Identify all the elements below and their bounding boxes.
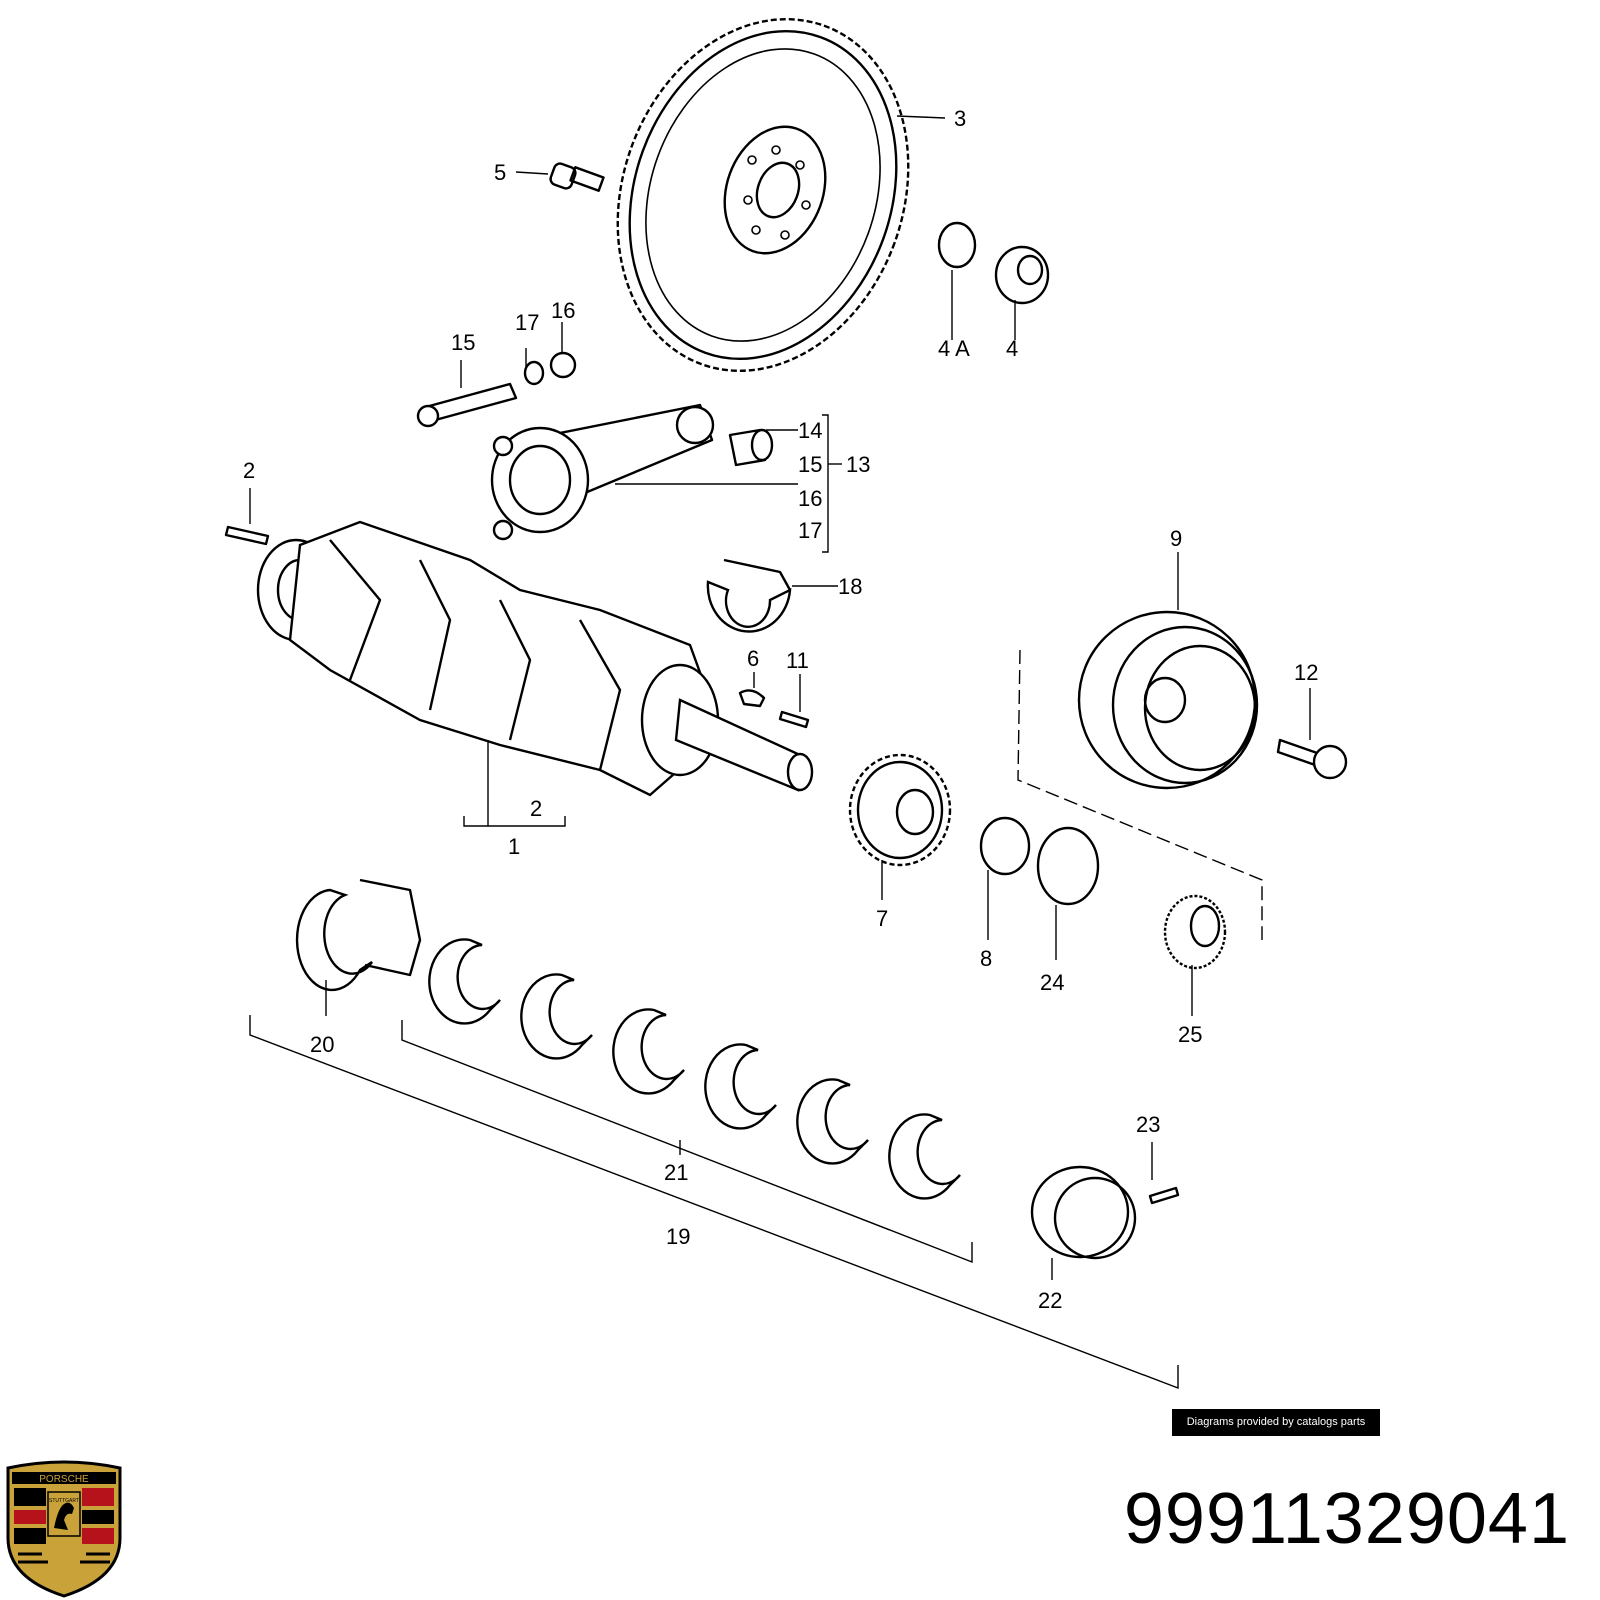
callout-4: 4 <box>1006 336 1018 361</box>
spacer-ring <box>979 816 1031 876</box>
rod-bearing-shell <box>706 558 792 633</box>
radial-seal <box>1163 894 1227 970</box>
main-bearing-shells <box>428 938 961 1200</box>
crankshaft-gear <box>848 753 952 867</box>
main-bearing-22 <box>1030 1165 1137 1260</box>
callout-17-kit: 17 <box>798 518 822 543</box>
crankshaft <box>256 520 814 797</box>
pin-11 <box>778 710 810 729</box>
callout-4a: 4 A <box>938 336 970 361</box>
connecting-rod <box>490 403 715 541</box>
o-ring <box>1036 826 1100 906</box>
callout-3: 3 <box>954 106 966 131</box>
callout-22: 22 <box>1038 1288 1062 1313</box>
part-number: 99911329041 <box>1123 1479 1570 1559</box>
small-end-bushing <box>728 428 774 467</box>
callout-24: 24 <box>1040 970 1064 995</box>
callout-16-kit: 16 <box>798 486 822 511</box>
callout-5: 5 <box>494 160 506 185</box>
callout-13: 13 <box>846 452 870 477</box>
callout-2-pin: 2 <box>243 458 255 483</box>
callout-7: 7 <box>876 906 888 931</box>
callout-23: 23 <box>1136 1112 1160 1137</box>
flywheel <box>616 18 910 372</box>
diagram-credit: Diagrams provided by catalogs parts <box>1172 1409 1380 1436</box>
porsche-crest-logo: PORSCHE STUTTGART <box>6 1460 122 1598</box>
woodruff-key <box>738 689 766 708</box>
callout-labels: 3 5 4 A 4 15 17 16 14 15 13 16 17 2 18 9… <box>243 106 1318 1313</box>
vibration-damper <box>1017 610 1263 940</box>
callout-9: 9 <box>1170 526 1182 551</box>
callout-19: 19 <box>666 1224 690 1249</box>
pulley-bolt <box>1276 738 1348 780</box>
callout-20: 20 <box>310 1032 334 1057</box>
group-brackets <box>249 414 1179 1390</box>
callout-18: 18 <box>838 574 862 599</box>
callout-8: 8 <box>980 946 992 971</box>
pin-23 <box>1148 1186 1180 1205</box>
pilot-bearing <box>994 245 1050 305</box>
conrod-bolt-set <box>416 351 577 428</box>
callout-21: 21 <box>664 1160 688 1185</box>
callout-12: 12 <box>1294 660 1318 685</box>
callout-15-kit: 15 <box>798 452 822 477</box>
callout-25: 25 <box>1178 1022 1202 1047</box>
callout-11: 11 <box>786 648 809 673</box>
callout-17-washer: 17 <box>515 310 539 335</box>
callout-15-bolt: 15 <box>451 330 475 355</box>
flywheel-bolt <box>549 162 605 192</box>
logo-text-center: STUTTGART <box>49 1498 79 1504</box>
circlip-4a <box>937 221 977 269</box>
callout-2-crank: 2 <box>530 796 542 821</box>
thrust-bearing <box>295 878 422 992</box>
leader-lines <box>249 115 1311 1280</box>
dowel-pin <box>224 525 270 546</box>
logo-text-top: PORSCHE <box>39 1474 89 1485</box>
callout-14: 14 <box>798 418 822 443</box>
callout-6: 6 <box>747 646 759 671</box>
callout-1: 1 <box>508 834 520 859</box>
callout-16-nut: 16 <box>551 298 575 323</box>
